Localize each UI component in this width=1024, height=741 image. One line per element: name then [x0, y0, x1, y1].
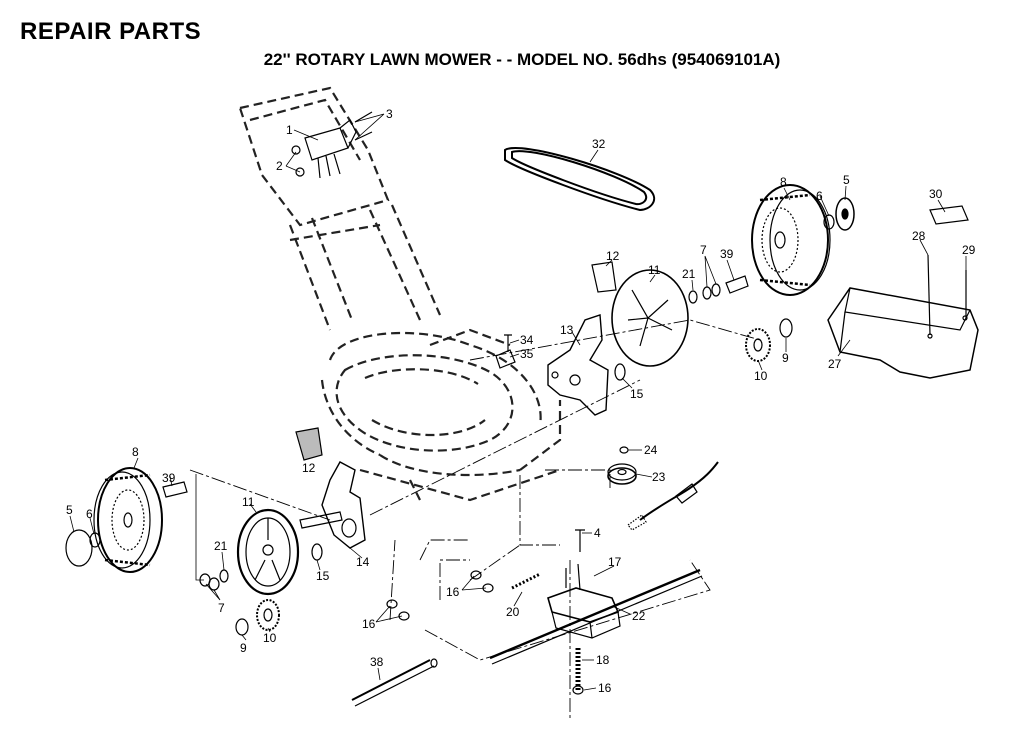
spacer-15-left	[311, 543, 323, 561]
bolt-28	[927, 254, 931, 336]
centerlines	[189, 319, 761, 720]
rod-38	[351, 659, 431, 701]
callout-28: 28	[912, 229, 926, 243]
nut-6-left	[89, 532, 101, 548]
callout-20: 20	[506, 605, 520, 619]
callout-39-right: 39	[720, 247, 734, 261]
callout-8-left: 8	[132, 445, 139, 459]
callout-21-right: 21	[682, 267, 696, 281]
hub-cap-5-left	[65, 529, 93, 567]
callout-16-a: 16	[362, 617, 376, 631]
pinion-gear-10-right	[745, 328, 771, 362]
spacer-15-right	[614, 363, 626, 381]
phantom-mower-outline	[238, 86, 562, 502]
height-adjuster-13	[547, 314, 609, 416]
page-title: REPAIR PARTS	[20, 18, 202, 45]
callout-14: 14	[356, 555, 370, 569]
callout-27: 27	[828, 357, 842, 371]
callout-18: 18	[596, 653, 610, 667]
callout-4: 4	[594, 526, 601, 540]
callout-1: 1	[286, 123, 293, 137]
callout-24: 24	[644, 443, 658, 457]
callout-2: 2	[276, 159, 283, 173]
callout-8-right: 8	[780, 175, 787, 189]
callout-13: 13	[560, 323, 574, 337]
control-lever-assembly	[291, 111, 373, 179]
rear-deflector-27	[827, 287, 979, 379]
screw-34-35	[495, 334, 516, 369]
pinion-gear-10-left	[256, 599, 280, 631]
hub-cap-5-right	[835, 197, 855, 231]
callout-3: 3	[386, 107, 393, 121]
callout-39-left: 39	[162, 471, 176, 485]
callout-34: 34	[520, 333, 534, 347]
callout-38: 38	[370, 655, 384, 669]
callout-5-left: 5	[66, 503, 73, 517]
callout-23: 23	[652, 470, 666, 484]
callout-9-right: 9	[782, 351, 789, 365]
washer-9-right	[779, 318, 793, 338]
callout-11-left: 11	[242, 495, 255, 509]
drive-belt	[504, 147, 656, 212]
callout-30: 30	[929, 187, 943, 201]
callout-6-left: 6	[86, 507, 93, 521]
control-cable	[627, 461, 719, 531]
rod-38-end	[430, 658, 438, 668]
callout-22: 22	[632, 609, 646, 623]
nut-6-right	[823, 214, 835, 230]
spacer-39-right	[725, 275, 749, 294]
callout-35: 35	[520, 347, 534, 361]
right-rear-wheel	[751, 184, 831, 296]
callout-21-left: 21	[214, 539, 228, 553]
wheel-cover-11-left	[236, 508, 300, 596]
transmission-22	[547, 563, 621, 639]
spacer-39-left	[162, 481, 188, 498]
callout-12-right: 12	[606, 249, 620, 263]
callout-7-right: 7	[700, 243, 707, 257]
callout-16-b: 16	[446, 585, 460, 599]
spring-20	[511, 572, 541, 590]
screw-4	[575, 529, 585, 552]
callout-29: 29	[962, 243, 976, 257]
pawl-12-right	[591, 261, 617, 293]
callout-12-left: 12	[302, 461, 316, 475]
part-callouts: 1 2 3 32 8 6 5 30 28 29 12 7 11 21 39 13…	[66, 107, 976, 695]
washers-7-21-right	[688, 283, 721, 304]
callout-32: 32	[592, 137, 606, 151]
callout-15-left: 15	[316, 569, 330, 583]
callout-16-c: 16	[598, 681, 612, 695]
rod-38-edge	[354, 665, 435, 707]
nuts-16	[386, 570, 584, 695]
drive-axle-17-edge	[491, 575, 703, 665]
diagram-subtitle: 22'' ROTARY LAWN MOWER - - MODEL NO. 56d…	[263, 50, 781, 69]
leader-lines	[69, 113, 967, 691]
left-rear-wheel	[93, 467, 163, 573]
pulley-23	[607, 463, 637, 485]
callout-10-right: 10	[754, 369, 768, 383]
callout-5-right: 5	[843, 173, 850, 187]
nut-24	[619, 446, 629, 454]
washer-9-left	[235, 618, 249, 636]
pawl-12-left	[295, 427, 323, 461]
callout-17: 17	[608, 555, 622, 569]
callout-15-right: 15	[630, 387, 644, 401]
drive-axle-17	[489, 568, 701, 660]
callout-10-left: 10	[263, 631, 277, 645]
washer-21-left	[219, 569, 229, 583]
wheel-cover-11-right	[611, 269, 689, 367]
callout-9-left: 9	[240, 641, 247, 655]
decal-30	[929, 205, 969, 225]
height-adjuster-14	[299, 461, 366, 549]
callout-11-right: 11	[648, 263, 661, 277]
callout-6-right: 6	[816, 189, 823, 203]
callout-7-left: 7	[218, 601, 225, 615]
